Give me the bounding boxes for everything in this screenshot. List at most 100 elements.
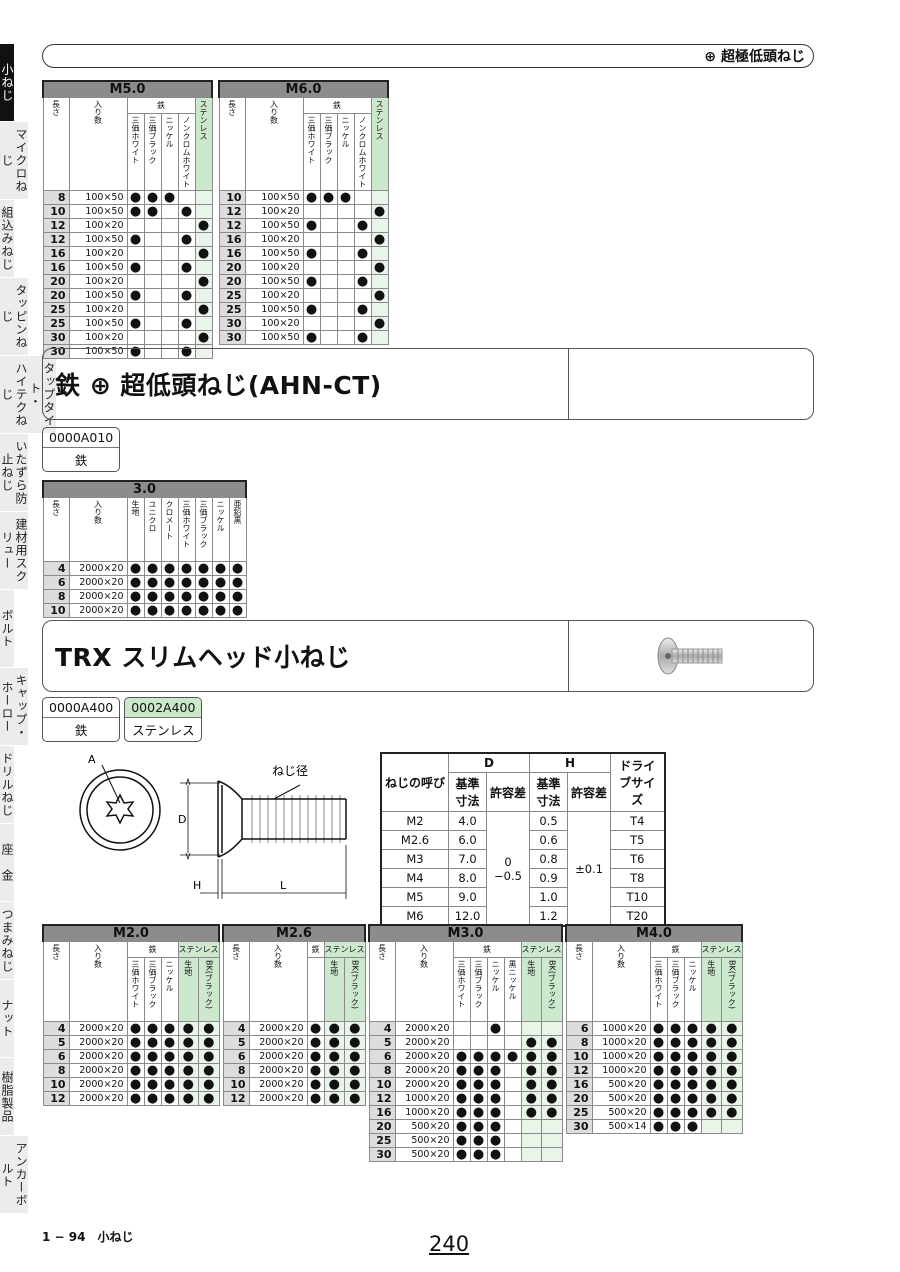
availability-cell: ● xyxy=(353,274,372,289)
sidebar-tab[interactable]: いたずら防止ねじ xyxy=(0,434,28,512)
availability-cell: ● xyxy=(126,575,145,590)
length-cell: 6 xyxy=(565,1021,593,1036)
availability-cell: ● xyxy=(452,1063,471,1078)
availability-cell xyxy=(302,232,321,247)
length-cell: 25 xyxy=(565,1105,593,1120)
sidebar-tab[interactable]: タッピンねじ xyxy=(0,278,28,356)
qty-cell: 500×20 xyxy=(591,1105,651,1120)
sidebar-tab[interactable]: 樹脂製品 xyxy=(0,1058,14,1136)
sidebar-tab[interactable]: つまみねじ xyxy=(0,902,14,980)
h-tolerance: ±0.1 xyxy=(567,811,612,927)
availability-cell: ● xyxy=(452,1147,471,1162)
availability-cell: ● xyxy=(126,603,145,618)
availability-cell: ● xyxy=(126,1021,145,1036)
length-cell: 8 xyxy=(42,589,70,604)
code-number: 0000A010 xyxy=(43,428,120,448)
availability-cell: ● xyxy=(177,316,196,331)
availability-cell: ● xyxy=(306,1035,325,1050)
code-material: ステンレス xyxy=(132,723,195,738)
availability-cell xyxy=(160,288,179,303)
qty-cell: 2000×20 xyxy=(248,1035,308,1050)
qty-cell: 100×20 xyxy=(68,302,128,317)
table-title: M2.6 xyxy=(222,924,366,942)
dimension-drawing: A D H L ねじ径 xyxy=(79,755,347,899)
availability-cell: ● xyxy=(700,1105,722,1120)
availability-cell: ● xyxy=(323,1049,345,1064)
availability-cell xyxy=(194,260,213,275)
availability-cell: ● xyxy=(486,1049,505,1064)
availability-cell xyxy=(126,330,145,345)
sidebar-tab[interactable]: ボルト xyxy=(0,590,14,668)
availability-cell xyxy=(721,1119,743,1134)
table-title: 3.0 xyxy=(42,480,247,498)
label-d: D xyxy=(178,813,186,826)
table-title: M2.0 xyxy=(42,924,220,942)
length-cell: 20 xyxy=(218,274,246,289)
availability-cell: ● xyxy=(469,1105,488,1120)
col-qty: 入り数 xyxy=(68,941,128,1022)
h-base-cell: 0.6 xyxy=(529,830,569,850)
availability-cell: ● xyxy=(306,1049,325,1064)
availability-cell: ● xyxy=(486,1105,505,1120)
column-header xyxy=(306,957,325,1022)
table-title: M5.0 xyxy=(42,80,213,98)
sidebar-tab[interactable]: 座 金 xyxy=(0,824,14,902)
qty-cell: 1000×20 xyxy=(394,1105,454,1120)
availability-cell xyxy=(520,1133,542,1148)
availability-cell: ● xyxy=(126,316,145,331)
group-iron: 鉄 xyxy=(452,941,522,958)
sidebar-tab[interactable]: ドリルねじ xyxy=(0,746,14,824)
table-title: M4.0 xyxy=(565,924,743,942)
d-base-cell: 6.0 xyxy=(448,830,488,850)
availability-cell xyxy=(143,218,162,233)
column-header: 三価ブラック xyxy=(319,113,338,191)
sidebar-tab[interactable]: ナット xyxy=(0,980,14,1058)
availability-cell: ● xyxy=(126,344,145,359)
column-header: 黒ニッケル xyxy=(503,957,522,1022)
col-length: 長さ xyxy=(222,941,250,1022)
column-header: 三価ホワイト xyxy=(126,113,145,191)
label-thread: ねじ径 xyxy=(272,764,308,778)
availability-cell: ● xyxy=(700,1021,722,1036)
availability-cell: ● xyxy=(520,1091,542,1106)
sidebar-tab[interactable]: 建材用スクリュー xyxy=(0,512,28,590)
availability-cell: ● xyxy=(306,1021,325,1036)
group-stainless: ステンレス xyxy=(177,941,220,958)
sidebar-tab[interactable]: キャップ・ホーロー xyxy=(0,668,28,746)
col-qty: 入り数 xyxy=(68,97,128,191)
length-cell: 30 xyxy=(565,1119,593,1134)
availability-cell xyxy=(503,1035,522,1050)
sidebar-tab[interactable]: アンカーボルト xyxy=(0,1136,28,1214)
availability-cell: ● xyxy=(177,603,196,618)
availability-cell: ● xyxy=(228,589,247,604)
length-cell: 6 xyxy=(42,575,70,590)
sidebar-tab[interactable]: マイクロねじ xyxy=(0,122,28,200)
availability-cell xyxy=(336,204,355,219)
length-cell: 25 xyxy=(218,302,246,317)
sidebar-tab[interactable]: 組込みねじ xyxy=(0,200,14,278)
length-cell: 30 xyxy=(42,330,70,345)
availability-cell xyxy=(541,1119,563,1134)
availability-cell: ● xyxy=(666,1049,685,1064)
column-header: ニッケル xyxy=(486,957,505,1022)
availability-cell: ● xyxy=(160,1091,179,1106)
availability-cell xyxy=(336,218,355,233)
d-base-cell: 7.0 xyxy=(448,849,488,869)
availability-cell: ● xyxy=(302,330,321,345)
availability-cell: ● xyxy=(503,1049,522,1064)
sidebar-tab[interactable]: 小ねじ xyxy=(0,44,14,122)
availability-cell: ● xyxy=(177,561,196,576)
availability-cell xyxy=(160,232,179,247)
qty-cell: 100×20 xyxy=(68,330,128,345)
availability-cell: ● xyxy=(370,204,389,219)
col-base: 基準寸法 xyxy=(448,772,488,812)
availability-cell: ● xyxy=(160,575,179,590)
availability-cell xyxy=(126,302,145,317)
availability-cell xyxy=(520,1147,542,1162)
h-base-cell: 0.5 xyxy=(529,811,569,831)
